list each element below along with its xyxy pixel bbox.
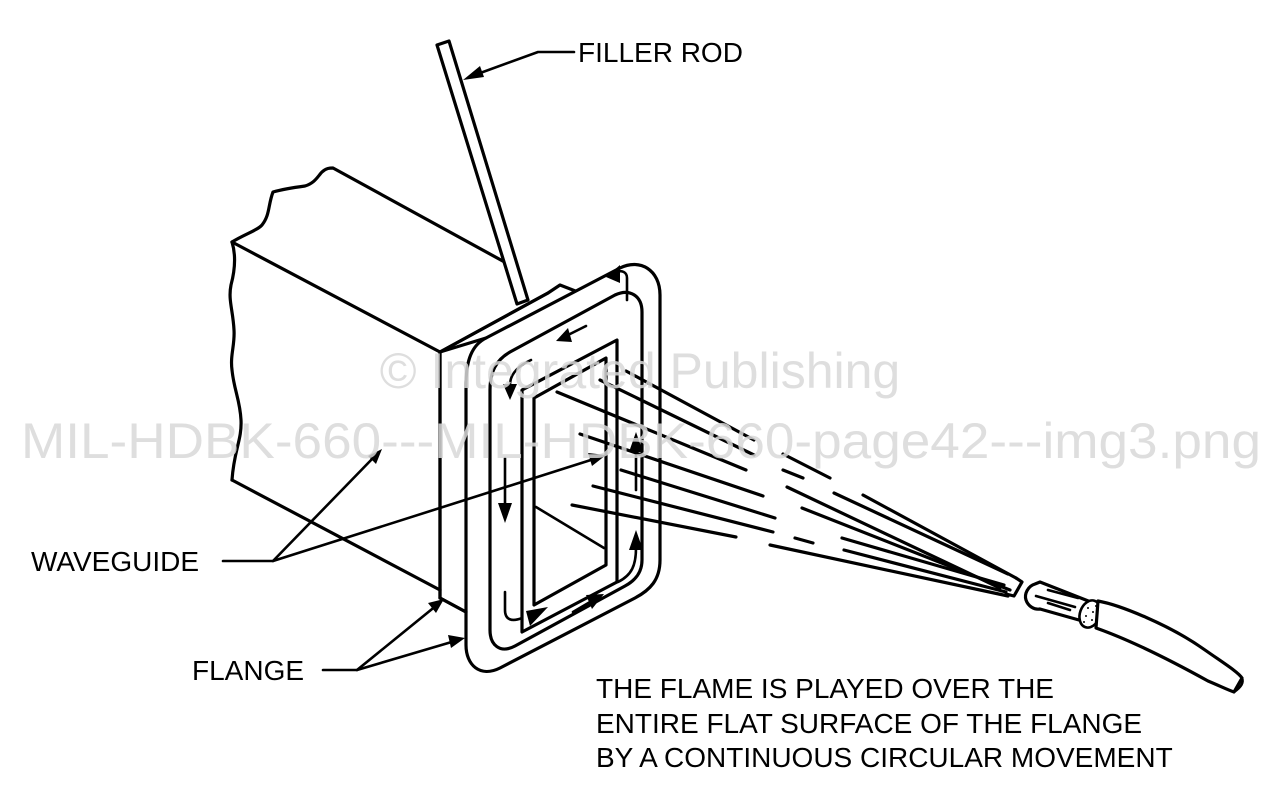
watermark-line-1: © Integrated Publishing bbox=[380, 343, 901, 399]
filler-rod bbox=[435, 39, 530, 306]
caption-line-3: BY A CONTINUOUS CIRCULAR MOVEMENT bbox=[596, 742, 1173, 773]
welding-torch bbox=[1023, 580, 1244, 694]
caption: THE FLAME IS PLAYED OVER THE ENTIRE FLAT… bbox=[596, 673, 1173, 773]
flame-movement-arrows bbox=[498, 265, 643, 626]
watermark-line-2: MIL-HDBK-660---MIL-HDBK-660-page42---img… bbox=[21, 413, 1261, 469]
filler-rod-leader bbox=[463, 50, 576, 80]
watermark: © Integrated Publishing MIL-HDBK-660---M… bbox=[21, 343, 1261, 469]
flange-leader bbox=[321, 599, 465, 672]
flange-plate bbox=[438, 262, 662, 674]
waveguide-label: WAVEGUIDE bbox=[31, 546, 199, 577]
waveguide-leader bbox=[221, 449, 606, 563]
caption-line-2: ENTIRE FLAT SURFACE OF THE FLANGE bbox=[596, 708, 1142, 739]
flange-label: FLANGE bbox=[192, 655, 304, 686]
caption-line-1: THE FLAME IS PLAYED OVER THE bbox=[596, 673, 1054, 704]
filler-rod-label: FILLER ROD bbox=[578, 37, 743, 68]
flame-lines bbox=[555, 369, 1024, 598]
